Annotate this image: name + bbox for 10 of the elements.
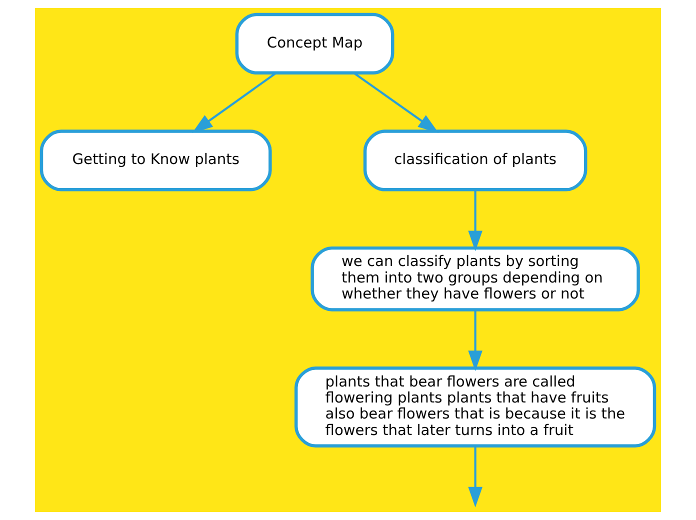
arrow (353, 72, 438, 133)
arrow (192, 72, 276, 133)
node-box: Getting to Know plants (40, 130, 272, 192)
node-box: plants that bear flowers are called flowering plants plants that have fruits also bear flowers that is because it is the flowers that later turns into a fruit (294, 366, 656, 448)
arrow (468, 190, 482, 252)
node-box: we can classify plants by sorting them into two groups depending on whether they have flowers or not (310, 246, 640, 312)
arrow (468, 446, 482, 508)
node-box: Concept Map (235, 12, 394, 75)
arrow (468, 310, 482, 372)
node-box: classification of plants (363, 130, 588, 192)
